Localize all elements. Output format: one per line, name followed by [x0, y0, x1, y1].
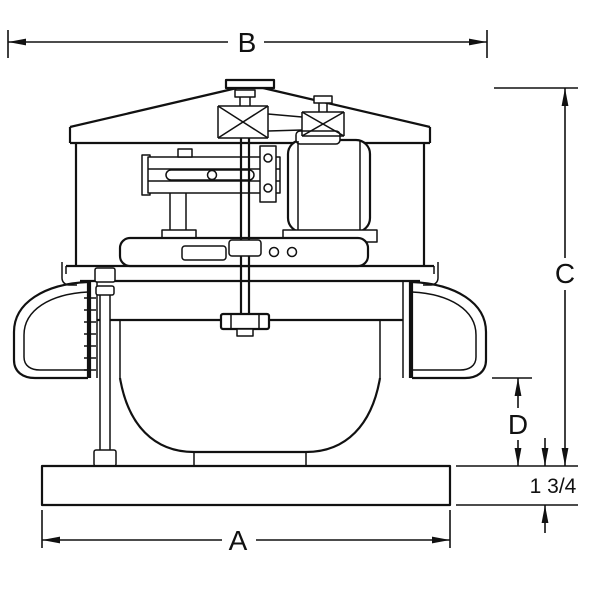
dim-d-label: D	[508, 409, 528, 440]
adjustment-slot	[165, 169, 255, 181]
bracket-foot	[161, 229, 197, 239]
shaft-bearing	[228, 239, 262, 257]
pipe-union-nut	[95, 285, 115, 296]
unit-drawing	[12, 78, 488, 507]
motor-cap	[295, 130, 341, 145]
dimensions: B C D 1 3/4 A	[7, 27, 578, 556]
roof-curb-base	[40, 464, 452, 507]
motor-mount-bracket	[141, 145, 281, 239]
pipe-fitting	[94, 267, 116, 283]
dim-a: A	[41, 510, 451, 556]
drive-assembly	[217, 89, 345, 337]
deck-bolt-left	[268, 246, 280, 258]
dim-b-label: B	[238, 27, 257, 58]
dim-base-height-label: 1 3/4	[530, 475, 577, 498]
hub-stub	[236, 328, 254, 337]
motor-pulley	[301, 95, 345, 137]
dim-base-height: 1 3/4	[456, 438, 578, 533]
drive-pulley	[217, 89, 269, 139]
dim-a-label: A	[229, 525, 248, 556]
inlet-bell	[118, 377, 382, 466]
motor	[282, 130, 378, 243]
dim-d: D	[492, 377, 532, 466]
right-shroud	[410, 280, 488, 380]
dim-b: B	[7, 27, 488, 58]
dim-c-label: C	[555, 258, 575, 289]
bolt-head	[177, 148, 193, 158]
fan-hub	[219, 312, 271, 331]
pipe-end-cap	[93, 449, 117, 467]
left-wall-ticks	[84, 297, 96, 371]
belt	[267, 113, 303, 132]
bracket-bolt	[206, 169, 218, 181]
tension-bolt-lower	[263, 183, 273, 193]
left-shroud	[12, 280, 90, 380]
dim-c: C	[456, 87, 578, 467]
tension-bolt-upper	[263, 153, 273, 163]
deck-bolt-right	[286, 246, 298, 258]
fan-shaft	[219, 138, 271, 337]
housing	[74, 143, 426, 266]
deck-plate-detail	[181, 245, 227, 261]
